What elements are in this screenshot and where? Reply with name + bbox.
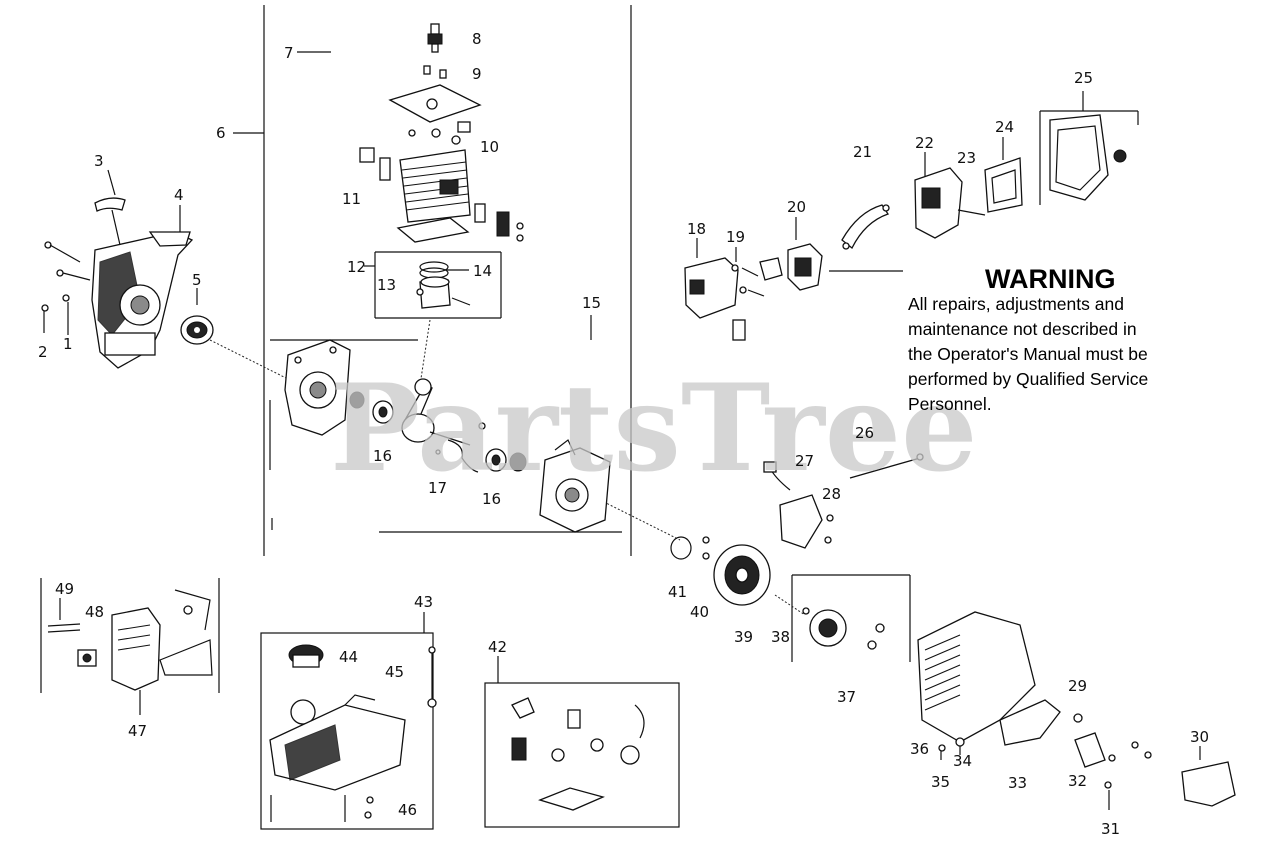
label-part-10[interactable]: 10	[480, 138, 499, 156]
watermark: PartsTree	[330, 358, 977, 499]
cylinder-assembly	[359, 84, 524, 243]
label-part-37[interactable]: 37	[837, 688, 856, 706]
label-part-25[interactable]: 25	[1074, 69, 1093, 87]
label-part-18[interactable]: 18	[687, 220, 706, 238]
ignition-assembly	[763, 453, 924, 549]
crankcase-right	[539, 439, 611, 533]
warning-line-4: performed by Qualified Service	[908, 369, 1148, 389]
label-part-30[interactable]: 30	[1190, 728, 1209, 746]
label-part-28[interactable]: 28	[822, 485, 841, 503]
label-part-44[interactable]: 44	[339, 648, 358, 666]
label-part-14[interactable]: 14	[473, 262, 492, 280]
label-part-20[interactable]: 20	[787, 198, 806, 216]
label-part-23[interactable]: 23	[957, 149, 976, 167]
label-part-1[interactable]: 1	[63, 335, 73, 353]
assembly-guides	[209, 319, 806, 616]
label-part-13[interactable]: 13	[377, 276, 396, 294]
label-part-3[interactable]: 3	[94, 152, 104, 170]
label-part-41[interactable]: 41	[668, 583, 687, 601]
label-part-34[interactable]: 34	[953, 752, 972, 770]
label-part-48[interactable]: 48	[85, 603, 104, 621]
gasket-kit	[511, 697, 645, 811]
intake-assembly	[684, 204, 890, 341]
piston-assembly	[416, 261, 471, 309]
label-part-9[interactable]: 9	[472, 65, 482, 83]
label-part-8[interactable]: 8	[472, 30, 482, 48]
label-part-6[interactable]: 6	[216, 124, 226, 142]
label-part-16[interactable]: 16	[373, 447, 392, 465]
label-part-43[interactable]: 43	[414, 593, 433, 611]
section-dividers	[40, 5, 1201, 830]
fuel-tank-assembly	[269, 644, 437, 822]
warning-notice: WARNING All repairs, adjustments and mai…	[908, 264, 1148, 414]
starter-housing-assembly	[41, 197, 194, 369]
label-part-29[interactable]: 29	[1068, 677, 1087, 695]
label-part-17[interactable]: 17	[428, 479, 447, 497]
part-labels: 1 2 3 4 5 6 7 8 9 10 11 12 13 14 15 16 1…	[38, 30, 1209, 838]
warning-title: WARNING	[985, 264, 1116, 294]
label-part-19[interactable]: 19	[726, 228, 745, 246]
label-part-38[interactable]: 38	[771, 628, 790, 646]
label-part-45[interactable]: 45	[385, 663, 404, 681]
flywheel-assembly	[670, 536, 771, 606]
label-part-49[interactable]: 49	[55, 580, 74, 598]
label-part-40[interactable]: 40	[690, 603, 709, 621]
label-part-31[interactable]: 31	[1101, 820, 1120, 838]
crankshaft-bearings	[349, 378, 527, 473]
fuel-tank-cover-assembly	[914, 114, 1127, 239]
label-part-11[interactable]: 11	[342, 190, 361, 208]
label-part-39[interactable]: 39	[734, 628, 753, 646]
label-part-2[interactable]: 2	[38, 343, 48, 361]
label-part-16-second[interactable]: 16	[482, 490, 501, 508]
clutch-assembly	[802, 607, 885, 650]
muffler-assembly	[47, 589, 213, 691]
warning-line-5: Personnel.	[908, 394, 992, 414]
starter-pulley	[180, 315, 214, 345]
label-part-36[interactable]: 36	[910, 740, 929, 758]
warning-line-1: All repairs, adjustments and	[908, 294, 1124, 314]
warning-line-2: maintenance not described in	[908, 319, 1137, 339]
label-part-7[interactable]: 7	[284, 44, 294, 62]
label-part-42[interactable]: 42	[488, 638, 507, 656]
label-part-4[interactable]: 4	[174, 186, 184, 204]
label-part-33[interactable]: 33	[1008, 774, 1027, 792]
engine-shroud	[917, 611, 1061, 746]
label-part-22[interactable]: 22	[915, 134, 934, 152]
crankcase-left	[284, 339, 351, 436]
label-part-46[interactable]: 46	[398, 801, 417, 819]
label-part-12[interactable]: 12	[347, 258, 366, 276]
drive-shaft-parts	[938, 713, 1236, 807]
label-part-47[interactable]: 47	[128, 722, 147, 740]
warning-line-3: the Operator's Manual must be	[908, 344, 1148, 364]
label-part-32[interactable]: 32	[1068, 772, 1087, 790]
label-part-35[interactable]: 35	[931, 773, 950, 791]
label-part-27[interactable]: 27	[795, 452, 814, 470]
label-part-26[interactable]: 26	[855, 424, 874, 442]
label-part-24[interactable]: 24	[995, 118, 1014, 136]
spark-plug	[423, 23, 447, 79]
label-part-15[interactable]: 15	[582, 294, 601, 312]
label-part-5[interactable]: 5	[192, 271, 202, 289]
label-part-21[interactable]: 21	[853, 143, 872, 161]
